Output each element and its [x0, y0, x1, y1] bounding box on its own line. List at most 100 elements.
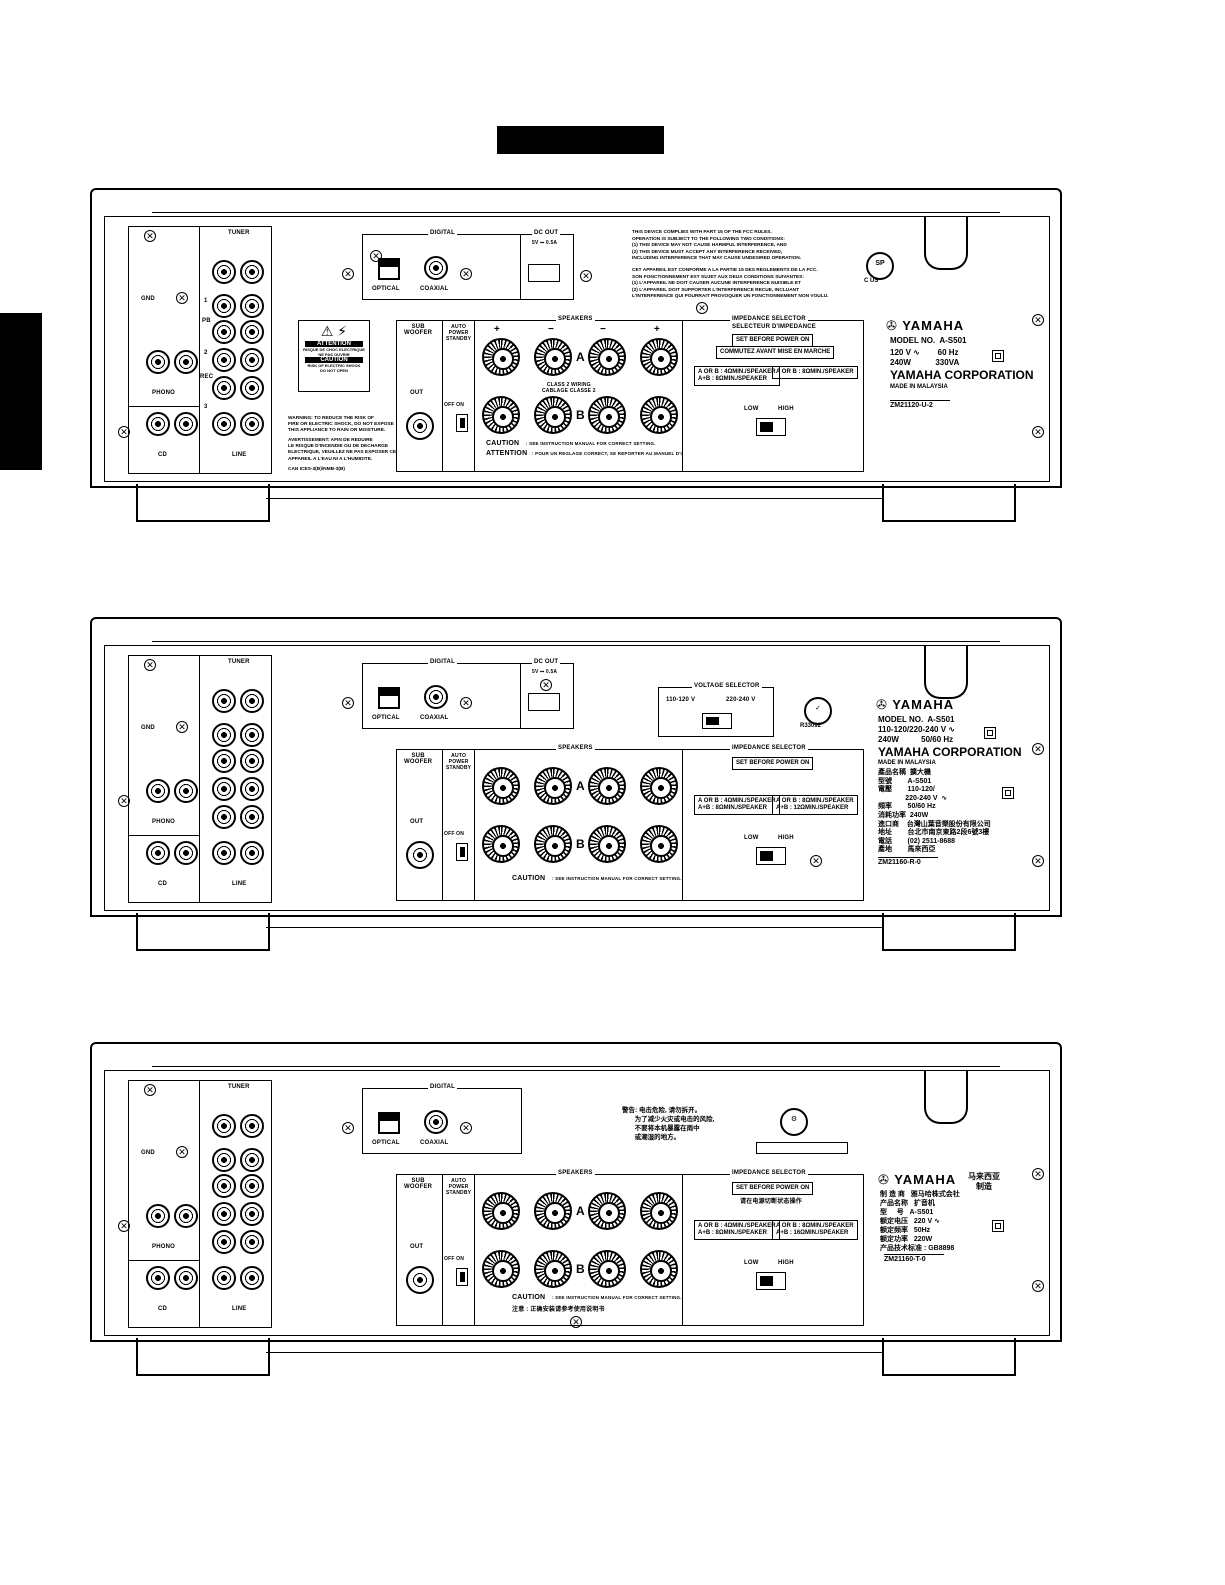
speaker-a-r-minus[interactable]: [534, 1192, 572, 1230]
speaker-a-r-minus[interactable]: [534, 767, 572, 805]
chassis: TUNER GND PHONO CD 1 PB 2 REC 3 LINE DIG…: [90, 188, 1062, 488]
speaker-a-r-minus[interactable]: [534, 338, 572, 376]
voltage-selector-switch[interactable]: [702, 713, 732, 729]
cd-l-jack[interactable]: [174, 412, 198, 436]
auto-standby-switch[interactable]: [456, 414, 468, 432]
speaker-a-r-plus[interactable]: [482, 767, 520, 805]
cd-l-jack[interactable]: [174, 841, 198, 865]
rear-panel-china-model: TUNER GND PHONO CD LINE DIGITAL OPTICAL …: [90, 1042, 1062, 1382]
line2-pb-r-jack[interactable]: [212, 749, 236, 773]
impedance-selector-switch[interactable]: [756, 418, 786, 436]
cd-r-jack[interactable]: [146, 841, 170, 865]
speaker-b-r-plus[interactable]: [482, 825, 520, 863]
line3-rec-r-jack[interactable]: [212, 841, 236, 865]
line2-rec-l-jack[interactable]: [240, 1202, 264, 1226]
phono-r-jack[interactable]: [146, 1204, 170, 1228]
coaxial-input[interactable]: [424, 256, 448, 280]
line1-l-jack[interactable]: [240, 1148, 264, 1172]
cd-r-jack[interactable]: [146, 1266, 170, 1290]
impedance-selector-switch[interactable]: [756, 1272, 786, 1290]
cd-l-jack[interactable]: [174, 1266, 198, 1290]
subwoofer-out-jack[interactable]: [406, 1266, 434, 1294]
tuner-l-jack[interactable]: [240, 1114, 264, 1138]
line1-l-jack[interactable]: [240, 723, 264, 747]
speaker-b-l-plus[interactable]: [640, 1250, 678, 1288]
gnd-terminal[interactable]: [176, 721, 188, 733]
coaxial-input[interactable]: [424, 685, 448, 709]
phono-l-jack[interactable]: [174, 779, 198, 803]
line1-r-jack[interactable]: [212, 723, 236, 747]
speaker-b-l-minus[interactable]: [588, 825, 626, 863]
left-foot: [136, 484, 270, 522]
line1-r-jack[interactable]: [212, 294, 236, 318]
line3-rec-r-jack[interactable]: [212, 1266, 236, 1290]
tuner-l-jack[interactable]: [240, 689, 264, 713]
phono-r-jack[interactable]: [146, 779, 170, 803]
gnd-terminal[interactable]: [176, 292, 188, 304]
line1-l-jack[interactable]: [240, 294, 264, 318]
speaker-a-r-plus[interactable]: [482, 338, 520, 376]
line3-pb-r-jack[interactable]: [212, 805, 236, 829]
line3-rec-l-jack[interactable]: [240, 1266, 264, 1290]
line2-rec-r-jack[interactable]: [212, 777, 236, 801]
phono-label: PHONO: [152, 390, 176, 396]
line3-rec-r-jack[interactable]: [212, 412, 236, 436]
line3-pb-l-jack[interactable]: [240, 376, 264, 400]
optical-input[interactable]: [378, 687, 400, 709]
line2-pb-r-jack[interactable]: [212, 1174, 236, 1198]
optical-input[interactable]: [378, 1112, 400, 1134]
phono-l-jack[interactable]: [174, 1204, 198, 1228]
speaker-b-l-minus[interactable]: [588, 396, 626, 434]
line3-pb-r-jack[interactable]: [212, 1230, 236, 1254]
tuner-r-jack[interactable]: [212, 689, 236, 713]
line1-r-jack[interactable]: [212, 1148, 236, 1172]
speaker-b-l-minus[interactable]: [588, 1250, 626, 1288]
speaker-b-l-plus[interactable]: [640, 396, 678, 434]
cd-r-jack[interactable]: [146, 412, 170, 436]
speaker-b-r-minus[interactable]: [534, 825, 572, 863]
speaker-b-r-minus[interactable]: [534, 1250, 572, 1288]
speaker-a-r-plus[interactable]: [482, 1192, 520, 1230]
line3-pb-r-jack[interactable]: [212, 376, 236, 400]
impedance-selector-switch[interactable]: [756, 847, 786, 865]
subwoofer-out-jack[interactable]: [406, 841, 434, 869]
tuner-r-jack[interactable]: [212, 260, 236, 284]
subwoofer-out-jack[interactable]: [406, 412, 434, 440]
line2-rec-l-jack[interactable]: [240, 348, 264, 372]
speaker-b-l-plus[interactable]: [640, 825, 678, 863]
speaker-a-l-plus[interactable]: [640, 767, 678, 805]
line2-pb-l-jack[interactable]: [240, 320, 264, 344]
line3-pb-l-jack[interactable]: [240, 1230, 264, 1254]
speaker-b-r-plus[interactable]: [482, 396, 520, 434]
line2-rec-r-jack[interactable]: [212, 348, 236, 372]
speaker-a-l-minus[interactable]: [588, 1192, 626, 1230]
line3-pb-l-jack[interactable]: [240, 805, 264, 829]
phono-l-jack[interactable]: [174, 350, 198, 374]
speaker-b-r-minus[interactable]: [534, 396, 572, 434]
speaker-a-l-minus[interactable]: [588, 338, 626, 376]
auto-standby-switch[interactable]: [456, 1268, 468, 1286]
line2-rec-r-jack[interactable]: [212, 1202, 236, 1226]
tuner-l-jack[interactable]: [240, 260, 264, 284]
dc-out-port[interactable]: [528, 693, 560, 711]
optical-input[interactable]: [378, 258, 400, 280]
speaker-a-l-minus[interactable]: [588, 767, 626, 805]
auto-standby-switch[interactable]: [456, 843, 468, 861]
line3-rec-l-jack[interactable]: [240, 841, 264, 865]
dc-out-port[interactable]: [528, 264, 560, 282]
line2-pb-l-jack[interactable]: [240, 749, 264, 773]
line2-rec-l-jack[interactable]: [240, 777, 264, 801]
yamaha-logo: ✇ YAMAHA: [876, 697, 955, 712]
speaker-a-l-plus[interactable]: [640, 1192, 678, 1230]
line2-pb-r-jack[interactable]: [212, 320, 236, 344]
phono-r-jack[interactable]: [146, 350, 170, 374]
shock-warning-label: ⚠ ⚡ ATTENTION RISQUE DE CHOC ELECTRIQUE …: [298, 320, 370, 392]
yamaha-logo: ✇ YAMAHA: [878, 1172, 957, 1187]
line2-pb-l-jack[interactable]: [240, 1174, 264, 1198]
speaker-b-r-plus[interactable]: [482, 1250, 520, 1288]
gnd-terminal[interactable]: [176, 1146, 188, 1158]
speaker-a-l-plus[interactable]: [640, 338, 678, 376]
line3-rec-l-jack[interactable]: [240, 412, 264, 436]
tuner-r-jack[interactable]: [212, 1114, 236, 1138]
coaxial-input[interactable]: [424, 1110, 448, 1134]
